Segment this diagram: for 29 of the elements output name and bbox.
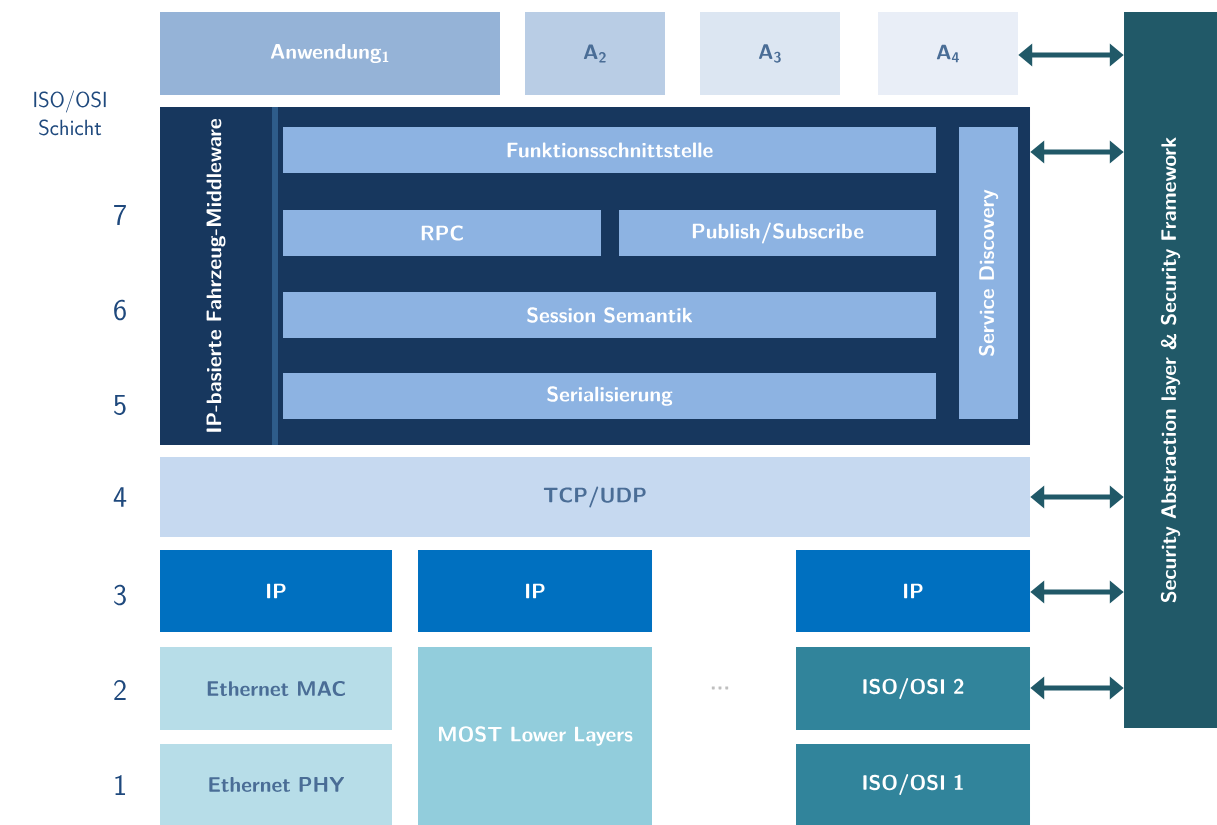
layer-box: Session Semantik <box>283 292 936 338</box>
layer-box: TCP/UDP <box>160 457 1030 537</box>
layer-box: Funktionsschnittstelle <box>283 127 936 173</box>
layer-number: 7 <box>114 205 126 225</box>
layer-box: IP <box>796 550 1030 632</box>
layer-box: ISO/OSI 1 <box>796 744 1030 825</box>
application-box: A$_{4}$ <box>878 12 1018 95</box>
layer-box: IP <box>418 550 652 632</box>
layer-number: 5 <box>113 394 126 416</box>
axis-title: ISO/OSI Schicht <box>34 90 106 136</box>
application-box: A$_{2}$ <box>525 12 665 95</box>
layer-box: Serialisierung <box>283 373 936 419</box>
layer-box: IP <box>160 550 392 632</box>
service-discovery-box: Service Discovery <box>959 127 1018 419</box>
ellipsis-text: ... <box>711 686 729 690</box>
layer-box: Ethernet PHY <box>160 744 392 825</box>
layer-box: RPC <box>283 210 601 256</box>
layer-number: 4 <box>113 487 127 507</box>
layer-box: Ethernet MAC <box>160 647 392 730</box>
application-box: A$_{3}$ <box>700 12 840 95</box>
layer-number: 1 <box>115 774 125 796</box>
layer-box: ISO/OSI 2 <box>796 647 1030 730</box>
layer-box: MOST Lower Layers <box>418 647 652 825</box>
layer-box: Publish/Subscribe <box>619 210 936 256</box>
layer-number: 3 <box>114 584 126 606</box>
layer-number: 6 <box>114 299 126 321</box>
application-box: Anwendung$_{1}$ <box>160 12 500 95</box>
layer-number: 2 <box>114 679 126 701</box>
security-framework-bar: Security Abstraction layer & Security Framework <box>1124 12 1217 728</box>
